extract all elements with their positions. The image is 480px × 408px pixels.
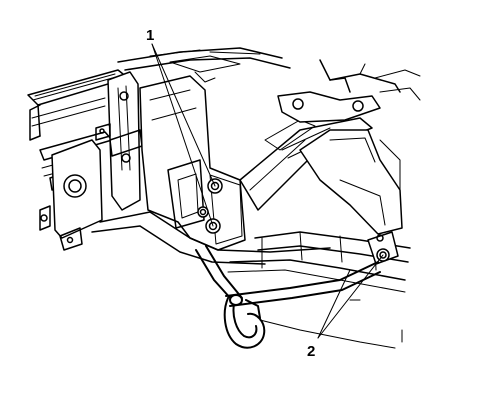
callout-2-label: 2 [307,343,315,360]
left-bracket [39,139,103,251]
tow-bar [225,261,381,307]
vertical-bracket [95,71,143,211]
leader-lines [151,43,384,339]
ground-lines [259,299,403,349]
mounting-plate [139,75,246,251]
diagonal-brace [239,117,373,211]
tow-hook [195,245,266,349]
lower-right-bolt [367,231,399,265]
upper-cross-member [117,47,291,83]
leader-1a [151,43,216,187]
bolt-middle [197,206,209,218]
leader-2a [317,254,384,339]
leader-1b [151,43,214,227]
callout-1-label: 1 [146,27,154,44]
leader-2b [317,269,351,339]
right-upper-bracket [277,59,421,123]
right-support [299,129,403,235]
